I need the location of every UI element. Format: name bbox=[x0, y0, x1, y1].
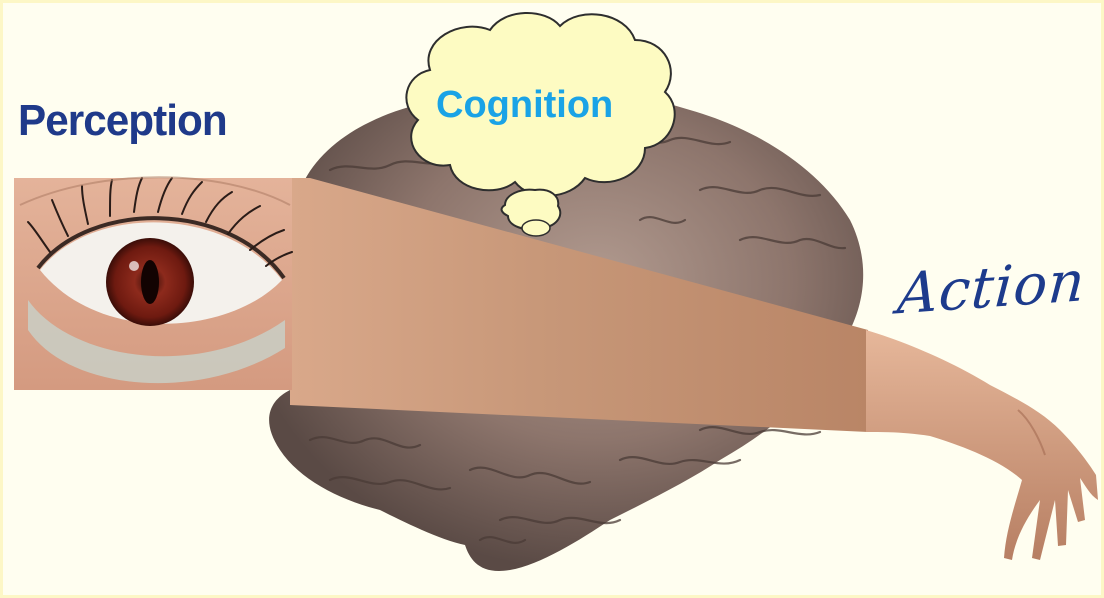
arm-hand-icon bbox=[866, 330, 1098, 560]
eye-icon bbox=[14, 177, 292, 390]
perception-label: Perception bbox=[18, 96, 227, 146]
action-label: Action bbox=[895, 249, 1087, 328]
cognition-label: Cognition bbox=[436, 84, 613, 127]
